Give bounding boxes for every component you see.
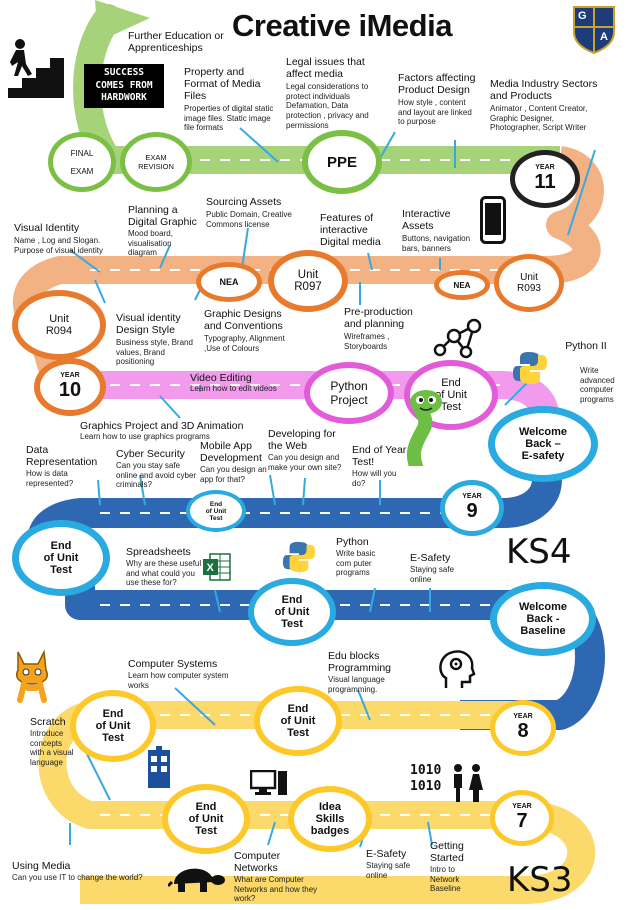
python-logo-icon — [512, 350, 548, 386]
topic-factors-product-design: Factors affecting Product Design How sty… — [398, 72, 476, 127]
topic-getting-started: Getting Started Intro to Network Baselin… — [430, 840, 464, 894]
topic-spreadsheets: Spreadsheets Why are these useful and wh… — [126, 546, 202, 588]
topic-mobile-app: Mobile App Development Can you design an… — [200, 440, 267, 484]
topic-end-of-year-test: End of Year Test! How will you do? — [352, 444, 407, 488]
svg-text:1010: 1010 — [410, 779, 441, 794]
ks4-label: KS4 — [506, 532, 572, 572]
topic-graphic-designs: Graphic Designs and Conventions Typograp… — [204, 308, 285, 353]
topic-computer-systems: Computer Systems Learn how computer syst… — [128, 658, 229, 690]
ks3-label: KS3 — [507, 860, 573, 900]
topic-property-format: Property and Format of Media Files Prope… — [184, 66, 274, 133]
topic-data-representation: Data Representation How is data represen… — [26, 444, 98, 488]
svg-text:X: X — [207, 562, 215, 574]
svg-text:1010: 1010 — [410, 763, 441, 778]
topic-developing-web: Developing for the Web Can you design an… — [268, 428, 342, 472]
crest-letter-g: G — [578, 10, 587, 22]
topic-legal-issues: Legal issues that affect media Legal con… — [286, 56, 369, 130]
success-sign: SUCCESS COMES FROM HARDWORK — [84, 64, 164, 108]
python-logo-icon-2 — [282, 540, 316, 574]
nea-circle-2: NEA — [434, 270, 490, 300]
page-title: Creative iMedia — [232, 8, 452, 43]
topic-using-media: Using Media Can you use IT to change the… — [12, 860, 143, 883]
topic-graphics-3d: Graphics Project and 3D Animation Learn … — [80, 420, 244, 442]
green-arrow-head — [95, 0, 150, 42]
turtle-icon — [166, 858, 226, 894]
topic-esafety-y7: E-Safety Staying safe online — [366, 848, 411, 880]
topic-python-ii: Python II — [565, 340, 607, 352]
topic-further-education: Further Education or Apprenticeships — [128, 30, 224, 55]
topic-interactive-assets: Interactive Assets Buttons, navigation b… — [402, 208, 471, 253]
topic-esafety-y9: E-Safety Staying safe online — [410, 552, 455, 584]
topic-visual-identity-style: Visual identity Design Style Business st… — [116, 312, 193, 367]
scratch-cat-icon — [8, 648, 56, 704]
nea-circle-1: NEA — [196, 262, 262, 302]
topic-video-editing: Video Editing Learn how to edit videos — [190, 372, 277, 394]
topic-edu-blocks: Edu blocks Programming Visual language p… — [328, 650, 392, 694]
topic-planning-digital-graphic: Planning a Digital Graphic Mood board, v… — [128, 204, 197, 258]
topic-sourcing-assets: Sourcing Assets Public Domain, Creative … — [206, 196, 292, 229]
smartphone-icon — [480, 196, 506, 244]
crest-letter-a: A — [600, 31, 608, 43]
ppe-circle: PPE — [302, 130, 382, 194]
school-crest-icon: G A — [570, 4, 618, 55]
topic-visual-identity: Visual Identity Name , Log and Slogan. P… — [14, 222, 103, 255]
excel-icon: X — [202, 552, 232, 582]
topic-scratch: Scratch Introduce concepts with a visual… — [30, 716, 74, 767]
topic-python-ii-body: Write advanced computer programs — [580, 366, 615, 404]
topic-computer-networks: Computer Networks What are Computer Netw… — [234, 850, 318, 904]
head-gears-icon — [436, 648, 476, 690]
topic-pre-production: Pre-production and planning Wireframes ,… — [344, 306, 413, 351]
stairs-climber-icon — [6, 38, 72, 100]
network-nodes-icon — [430, 316, 486, 360]
topic-python-y9: Python Write basic com puter programs — [336, 536, 376, 578]
topic-cyber-security: Cyber Security Can you stay safe online … — [116, 448, 197, 490]
topic-features-interactive: Features of interactive Digital media — [320, 212, 381, 249]
topic-media-industry: Media Industry Sectors and Products Anim… — [490, 78, 598, 133]
police-box-icon — [146, 746, 172, 788]
snake-mascot-icon — [404, 388, 450, 473]
computer-icon — [249, 769, 288, 796]
